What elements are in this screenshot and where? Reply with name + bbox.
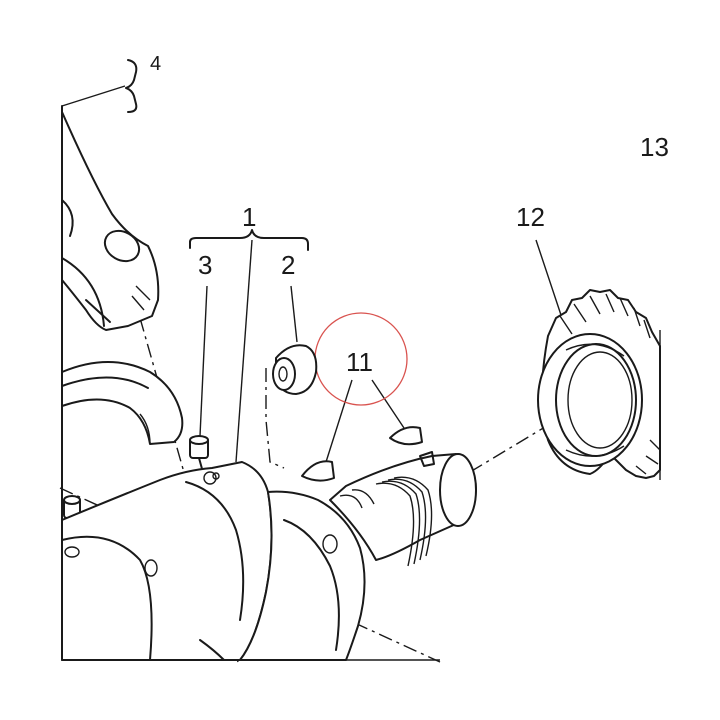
woodruff-key-a [301,460,335,482]
dowel-pin-3 [189,435,209,477]
callout-label-12: 12 [516,202,545,232]
callout-label-3: 3 [198,250,212,280]
woodruff-key-b [389,426,423,446]
connecting-rod [61,111,160,331]
callout-label-4: 4 [150,53,161,75]
crop-edges [61,105,661,661]
leader-lines [61,59,567,463]
roller-part-2 [272,344,318,395]
callout-label-2: 2 [281,250,295,280]
callout-label-1: 1 [242,202,256,232]
crankshaft [61,451,477,661]
callout-label-13: 13 [640,132,669,162]
gear-part-12 [537,289,661,479]
bearing-shell [61,361,184,445]
callout-label-11: 11 [346,347,373,377]
